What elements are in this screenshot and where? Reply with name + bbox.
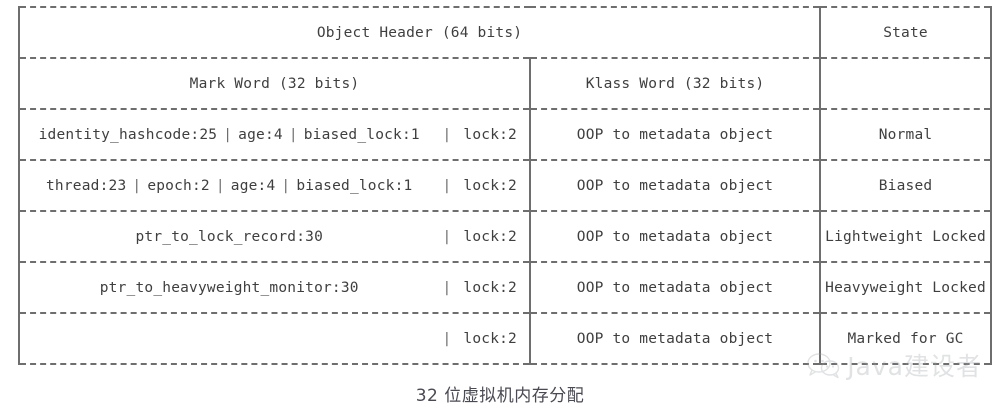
field-epoch: epoch:2 (147, 177, 210, 194)
field-age: age:4 (238, 126, 283, 143)
field-lock: lock:2 (463, 330, 517, 347)
field-ptr-to-heavyweight-monitor: ptr_to_heavyweight_monitor:30 (99, 279, 359, 296)
field-lock: lock:2 (463, 177, 517, 194)
field-biased-lock: biased_lock:1 (296, 177, 413, 194)
field-lock: lock:2 (463, 228, 517, 245)
cell-klass-word-normal: OOP to metadata object (530, 109, 822, 161)
cell-state-header-empty (820, 58, 993, 110)
cell-klass-word-gc: OOP to metadata object (530, 313, 822, 365)
figure-caption: 32 位虚拟机内存分配 (415, 386, 585, 406)
field-biased-lock: biased_lock:1 (303, 126, 420, 143)
cell-mark-word-heavyweight: ptr_to_heavyweight_monitor:30 | lock:2 (18, 262, 531, 314)
object-header-table: Object Header (64 bits) State Mark Word … (17, 6, 993, 365)
field-lock: lock:2 (463, 279, 517, 296)
pipe-separator: | (215, 177, 225, 194)
pipe-separator: | (442, 228, 452, 245)
table-row-lightweight-locked: ptr_to_lock_record:30 | lock:2 OOP to me… (18, 211, 993, 263)
cell-mark-word-gc: | lock:2 (18, 313, 531, 365)
cell-state-lightweight: Lightweight Locked (820, 211, 993, 263)
pipe-separator: | (281, 177, 291, 194)
cell-state-gc: Marked for GC (820, 313, 993, 365)
table-row-marked-for-gc: | lock:2 OOP to metadata object Marked f… (18, 313, 993, 365)
cell-klass-word-heavyweight: OOP to metadata object (530, 262, 822, 314)
cell-object-header: Object Header (64 bits) (17, 6, 822, 59)
cell-state-normal: Normal (820, 109, 993, 161)
cell-mark-word-normal: identity_hashcode:25 | age:4 | biased_lo… (18, 109, 531, 161)
cell-mark-word-biased: thread:23 | epoch:2 | age:4 | biased_loc… (18, 160, 531, 212)
cell-klass-word-lightweight: OOP to metadata object (530, 211, 822, 263)
cell-state-biased: Biased (820, 160, 993, 212)
cell-klass-word-biased: OOP to metadata object (530, 160, 822, 212)
table-body: Object Header (64 bits) State Mark Word … (17, 6, 993, 365)
pipe-separator: | (223, 126, 233, 143)
cell-mark-word-header: Mark Word (32 bits) (18, 58, 531, 110)
field-ptr-to-lock-record: ptr_to_lock_record:30 (135, 228, 323, 245)
pipe-separator: | (442, 330, 452, 347)
table-row-heavyweight-locked: ptr_to_heavyweight_monitor:30 | lock:2 O… (18, 262, 993, 314)
cell-state-header: State (820, 6, 993, 59)
pipe-separator: | (442, 177, 452, 194)
field-age: age:4 (230, 177, 276, 194)
cell-state-heavyweight: Heavyweight Locked (820, 262, 993, 314)
pipe-separator: | (442, 126, 452, 143)
table-row-object-header: Object Header (64 bits) State (17, 6, 993, 59)
pipe-separator: | (288, 126, 298, 143)
field-thread: thread:23 (46, 177, 127, 194)
field-identity-hashcode: identity_hashcode:25 (38, 126, 218, 143)
table-row-normal: identity_hashcode:25 | age:4 | biased_lo… (18, 109, 993, 161)
cell-klass-word-header: Klass Word (32 bits) (530, 58, 822, 110)
table-row-word-headers: Mark Word (32 bits) Klass Word (32 bits) (18, 58, 993, 110)
table-row-biased: thread:23 | epoch:2 | age:4 | biased_loc… (18, 160, 993, 212)
cell-mark-word-lightweight: ptr_to_lock_record:30 | lock:2 (18, 211, 531, 263)
pipe-separator: | (442, 279, 452, 296)
pipe-separator: | (132, 177, 142, 194)
ascii-table-container: Object Header (64 bits) State Mark Word … (17, 6, 993, 365)
field-lock: lock:2 (463, 126, 517, 143)
